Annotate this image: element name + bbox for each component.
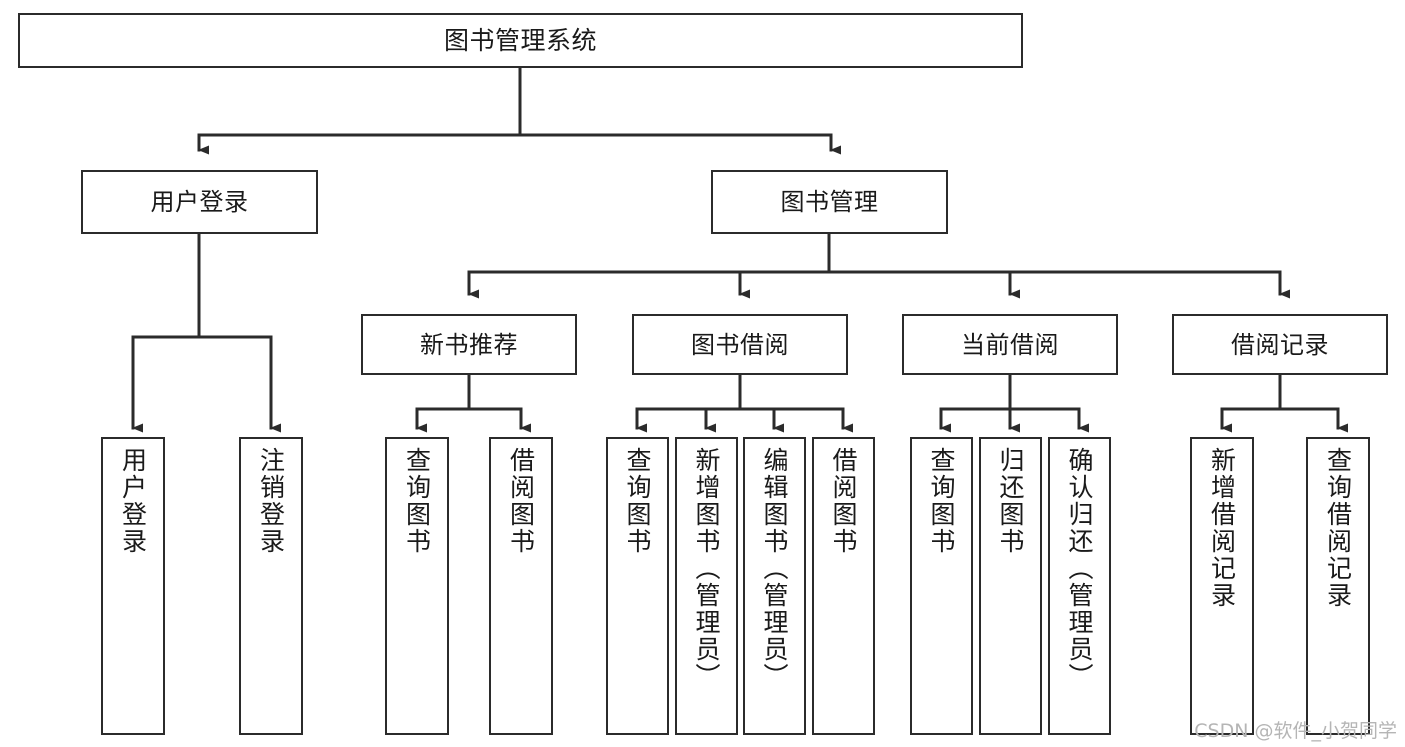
node-leaf-query-record[interactable]: 查询借阅记录	[1306, 437, 1370, 735]
node-label: 新增图书（管理员）	[692, 447, 721, 690]
node-label: 用户登录	[150, 188, 249, 216]
node-current-borrow[interactable]: 当前借阅	[902, 314, 1118, 375]
node-label: 用户登录	[118, 447, 148, 555]
node-leaf-borrow-book-2[interactable]: 借阅图书	[812, 437, 875, 735]
node-label: 查询图书	[927, 447, 956, 555]
node-leaf-confirm-return[interactable]: 确认归还（管理员）	[1048, 437, 1111, 735]
node-leaf-query-book-1[interactable]: 查询图书	[385, 437, 449, 735]
node-label: 确认归还（管理员）	[1065, 447, 1094, 690]
node-leaf-add-record[interactable]: 新增借阅记录	[1190, 437, 1254, 735]
node-label: 新增借阅记录	[1207, 447, 1237, 609]
node-label: 新书推荐	[420, 330, 518, 359]
node-book-borrow[interactable]: 图书借阅	[632, 314, 848, 375]
node-user-login[interactable]: 用户登录	[81, 170, 318, 234]
node-root-book-management-system[interactable]: 图书管理系统	[18, 13, 1023, 68]
node-label: 查询借阅记录	[1323, 447, 1353, 609]
node-label: 图书借阅	[691, 330, 789, 359]
node-leaf-edit-book[interactable]: 编辑图书（管理员）	[743, 437, 806, 735]
node-label: 借阅记录	[1231, 330, 1329, 359]
node-leaf-add-book[interactable]: 新增图书（管理员）	[675, 437, 738, 735]
node-book-manage[interactable]: 图书管理	[711, 170, 948, 234]
node-leaf-logout-login[interactable]: 注销登录	[239, 437, 303, 735]
node-label: 注销登录	[256, 447, 286, 555]
node-label: 编辑图书（管理员）	[760, 447, 789, 690]
node-leaf-return-book[interactable]: 归还图书	[979, 437, 1042, 735]
node-new-book-recommend[interactable]: 新书推荐	[361, 314, 577, 375]
node-label: 借阅图书	[506, 447, 536, 555]
node-leaf-borrow-book-1[interactable]: 借阅图书	[489, 437, 553, 735]
node-borrow-record[interactable]: 借阅记录	[1172, 314, 1388, 375]
node-label: 查询图书	[402, 447, 432, 555]
node-label: 借阅图书	[829, 447, 858, 555]
node-label: 当前借阅	[961, 330, 1059, 359]
node-label: 图书管理	[780, 188, 879, 216]
node-leaf-query-book-3[interactable]: 查询图书	[910, 437, 973, 735]
node-label: 归还图书	[996, 447, 1025, 555]
node-label: 图书管理系统	[443, 25, 597, 55]
csdn-watermark: CSDN @软件_小贺同学	[1194, 720, 1397, 742]
node-label: 查询图书	[623, 447, 652, 555]
node-leaf-user-login[interactable]: 用户登录	[101, 437, 165, 735]
node-leaf-query-book-2[interactable]: 查询图书	[606, 437, 669, 735]
